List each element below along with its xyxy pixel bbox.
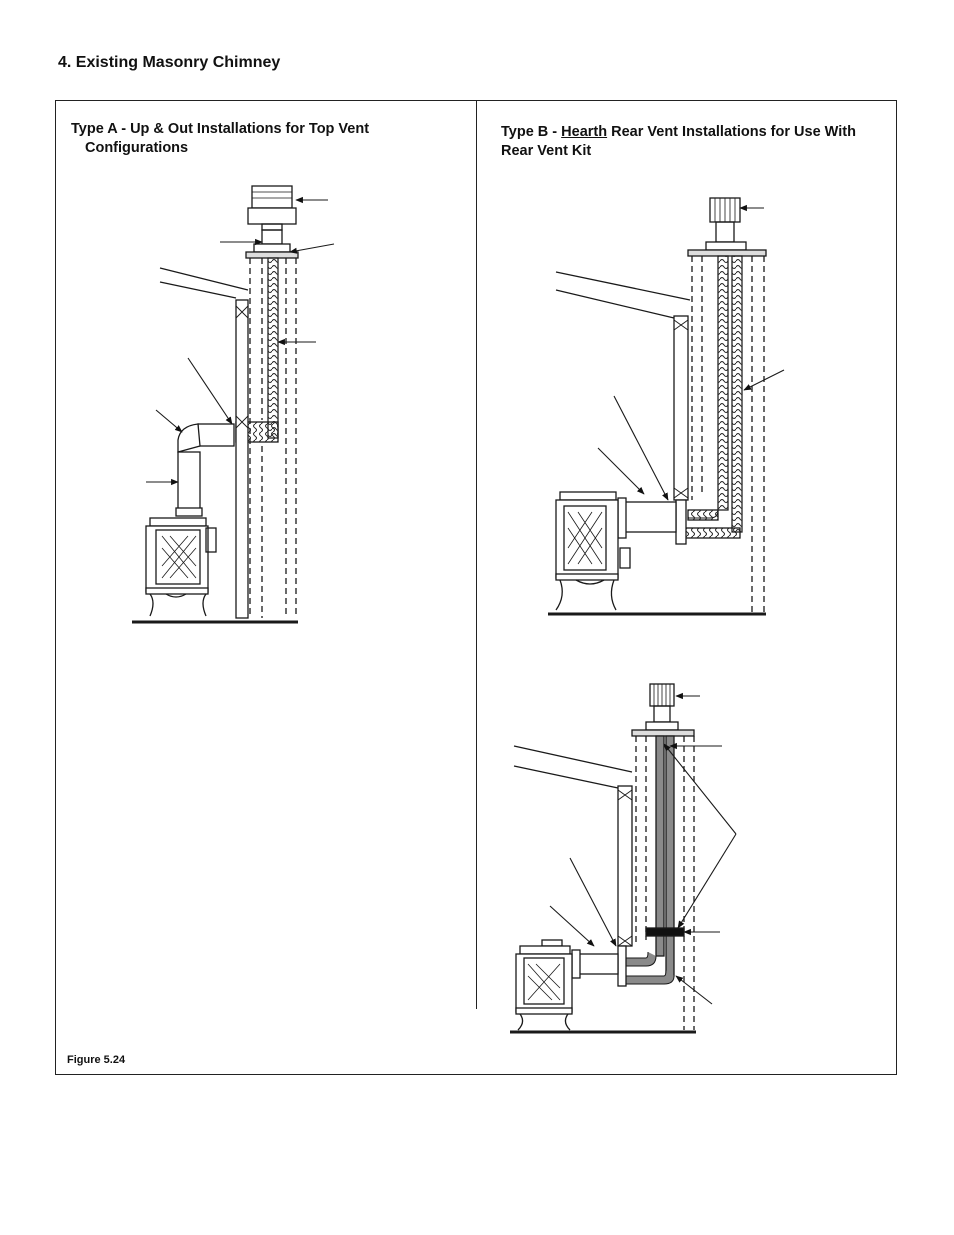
stove-pipe <box>175 423 235 517</box>
type-a-title-line2: Configurations <box>85 140 189 156</box>
type-b-diagram-upper <box>548 197 785 616</box>
rigid-liner-outer <box>665 735 675 977</box>
house-wall <box>235 299 249 619</box>
callout-arrows <box>549 692 737 1005</box>
panel-divider <box>476 101 478 1009</box>
type-b-title-hearth: Hearth <box>561 124 608 140</box>
chimney-walls <box>691 256 765 612</box>
roof-line <box>555 271 691 319</box>
house-wall <box>617 785 633 947</box>
type-a-title-line1: Type A - Up & Out Installations for Top … <box>71 121 370 137</box>
roof-line <box>159 267 249 299</box>
chimney-sealing-plate <box>645 927 685 937</box>
type-b-title-prefix: Type B - <box>501 124 562 140</box>
roof-line <box>513 745 633 789</box>
type-b-title-rest: Rear Vent Installations for Use With <box>607 124 856 140</box>
callout-arrows <box>597 204 785 501</box>
callout-arrows <box>146 196 335 486</box>
rigid-liner-inner <box>655 735 665 957</box>
stove-icon <box>145 517 217 617</box>
type-a-title: Type A - Up & Out Installations for Top … <box>71 120 451 158</box>
type-a-diagram <box>132 185 335 624</box>
flexible-liner-outer <box>731 255 743 533</box>
stove-icon <box>555 491 631 611</box>
figure-caption: Figure 5.24 <box>67 1054 126 1066</box>
section-heading: 4. Existing Masonry Chimney <box>58 54 281 71</box>
vent-cap-icon <box>705 197 747 251</box>
type-b-title: Type B - Hearth Rear Vent Installations … <box>501 123 896 161</box>
flexible-liner-inner <box>717 255 729 511</box>
stove-icon <box>515 939 573 1031</box>
figure-frame <box>55 100 897 1075</box>
house-wall <box>673 315 689 501</box>
flexible-liner <box>267 257 279 439</box>
type-b-title-line2: Rear Vent Kit <box>501 143 592 159</box>
chimney-walls <box>635 736 695 1030</box>
vent-cap-icon <box>645 683 679 731</box>
vent-cap-icon <box>247 185 297 253</box>
type-b-diagram-lower <box>510 683 737 1034</box>
